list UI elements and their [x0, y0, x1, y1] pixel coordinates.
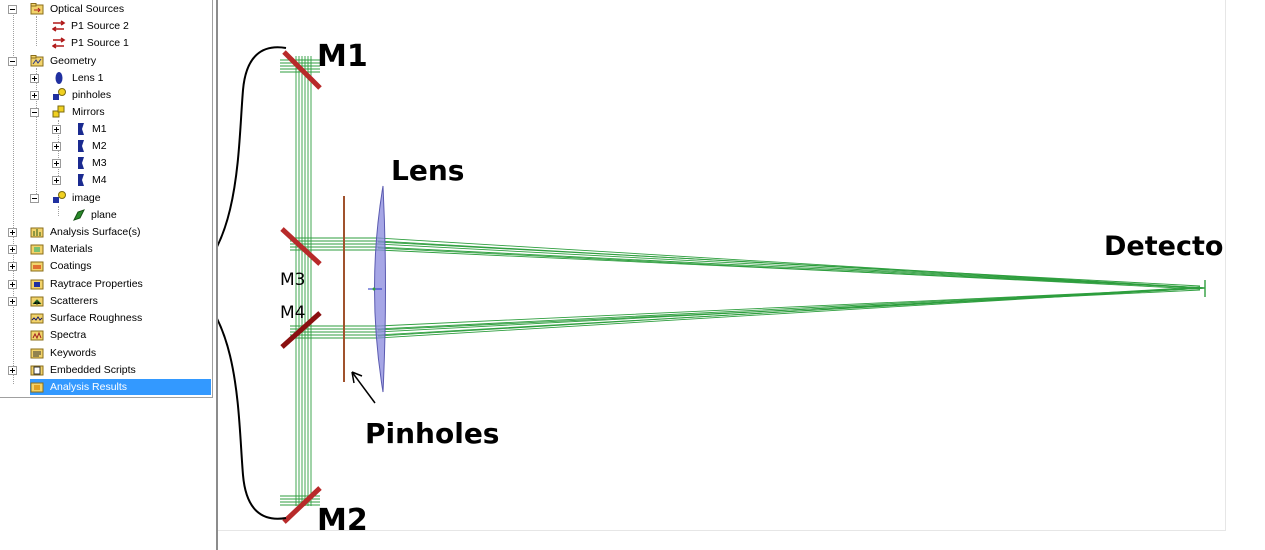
source-icon: [52, 20, 66, 32]
tree-connector: [36, 68, 37, 200]
mirror-icon: [78, 123, 84, 135]
tree-connector: [58, 206, 59, 216]
mirror-icon: [78, 174, 84, 186]
optical-layout: M1 M2 M3 M4 Lens Detector Pinholes d: [166, 39, 1237, 538]
mirror-icon: [78, 157, 84, 169]
label-m4: M4: [280, 303, 305, 323]
ray-bundle-vertical: [295, 56, 312, 506]
folder-icon: [30, 296, 44, 307]
expand-icon[interactable]: [8, 245, 17, 254]
tree-connector: [58, 120, 59, 182]
group-icon: [53, 191, 66, 203]
label-pinholes: Pinholes: [365, 417, 499, 450]
folder-icon: [30, 279, 44, 290]
folder-icon: [30, 244, 44, 255]
collapse-icon[interactable]: [30, 108, 39, 117]
expand-icon[interactable]: [8, 366, 17, 375]
label-lens: Lens: [391, 154, 464, 187]
folder-icon: [30, 313, 44, 324]
folder-icon: [30, 261, 44, 272]
mirror-m4: [280, 311, 322, 349]
surface-icon: [73, 209, 85, 221]
label-m1: M1: [317, 39, 368, 74]
tree-panel[interactable]: Optical Sources P1 Source 2 P1 Source 1 …: [0, 0, 218, 550]
expand-icon[interactable]: [52, 176, 61, 185]
expand-icon[interactable]: [52, 125, 61, 134]
collapse-icon[interactable]: [8, 57, 17, 66]
ray-bundle-lower-beam: [290, 286, 1206, 339]
expand-icon[interactable]: [30, 91, 39, 100]
label-m3: M3: [280, 270, 305, 290]
expand-icon[interactable]: [52, 159, 61, 168]
expand-icon[interactable]: [8, 262, 17, 271]
lens-icon: [55, 72, 63, 84]
label-m2: M2: [317, 503, 368, 530]
folder-icon: [30, 55, 44, 67]
collapse-icon[interactable]: [30, 194, 39, 203]
tree-connector: [36, 16, 37, 46]
expand-icon[interactable]: [30, 74, 39, 83]
folder-icon: [30, 227, 44, 238]
folder-icon: [30, 348, 44, 359]
tree-connector: [13, 12, 14, 384]
group-icon: [52, 105, 65, 118]
mirror-icon: [78, 140, 84, 152]
mirror-m3: [280, 227, 322, 266]
expand-icon[interactable]: [8, 297, 17, 306]
ray-bundle-upper-beam: [290, 237, 1206, 290]
mirror-m1: [282, 50, 322, 90]
collapse-icon[interactable]: [8, 5, 17, 14]
folder-icon: [30, 382, 44, 393]
source-icon: [52, 37, 66, 49]
group-icon: [53, 88, 66, 100]
tree-view[interactable]: Optical Sources P1 Source 2 P1 Source 1 …: [0, 0, 213, 398]
expand-icon[interactable]: [52, 142, 61, 151]
pinholes-arrow: [351, 371, 376, 404]
distance-brace: [187, 46, 287, 520]
selection-highlight: [30, 379, 211, 395]
mirror-m2: [282, 486, 322, 524]
folder-icon: [30, 365, 44, 376]
lens-element: [368, 185, 386, 393]
expand-icon[interactable]: [8, 228, 17, 237]
folder-icon: [30, 330, 44, 341]
raytrace-diagram[interactable]: M1 M2 M3 M4 Lens Detector Pinholes d: [166, 0, 1237, 538]
label-detector: Detector: [1104, 231, 1225, 262]
ray-bundle-m2-stub: [280, 495, 320, 506]
folder-icon: [30, 3, 44, 15]
expand-icon[interactable]: [8, 280, 17, 289]
